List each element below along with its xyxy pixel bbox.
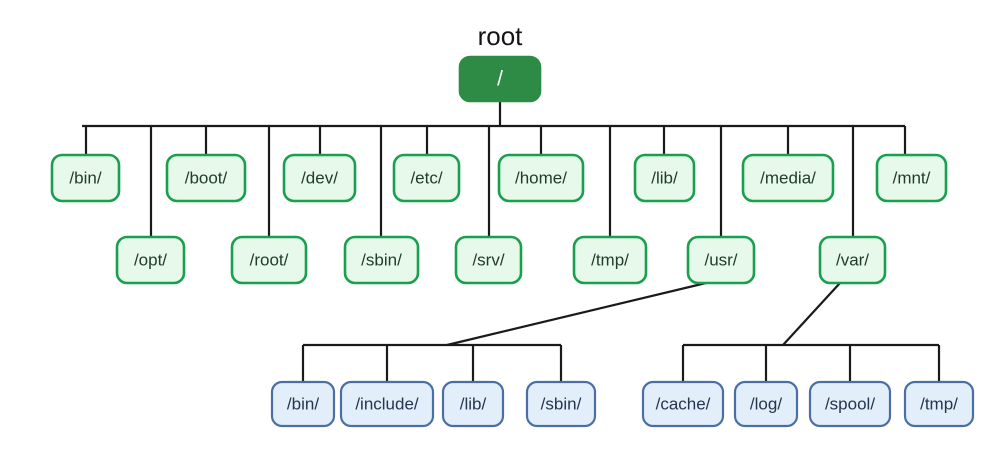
page-title: root <box>478 21 524 51</box>
node-box[interactable] <box>230 235 308 285</box>
node-level1-root[interactable]: /root/ <box>230 235 308 285</box>
node-label: /root/ <box>250 250 289 269</box>
node-label: /tmp/ <box>920 394 958 413</box>
node-var-spool[interactable]: /spool/ <box>808 380 892 428</box>
node-box[interactable] <box>818 235 887 285</box>
node-label: /home/ <box>515 168 567 187</box>
node-label: /sbin/ <box>541 394 582 413</box>
node-level1-var[interactable]: /var/ <box>818 235 887 285</box>
node-label: /boot/ <box>185 168 228 187</box>
node-label: /log/ <box>750 394 782 413</box>
node-label: /mnt/ <box>893 168 931 187</box>
node-box[interactable] <box>282 153 357 203</box>
node-box[interactable] <box>686 235 756 285</box>
node-label: /dev/ <box>301 168 338 187</box>
node-level1-srv[interactable]: /srv/ <box>454 235 523 285</box>
node-usr-lib[interactable]: /lib/ <box>441 380 505 428</box>
node-label: /bin/ <box>287 394 319 413</box>
node-usr-sbin[interactable]: /sbin/ <box>525 380 597 428</box>
node-var-cache[interactable]: /cache/ <box>641 380 725 428</box>
node-level1-dev[interactable]: /dev/ <box>282 153 357 203</box>
node-label: /media/ <box>760 168 816 187</box>
node-level1-etc[interactable]: /etc/ <box>392 153 461 203</box>
node-label: /var/ <box>836 250 869 269</box>
node-level1-mnt[interactable]: /mnt/ <box>875 153 948 203</box>
node-label: /srv/ <box>472 250 504 269</box>
node-box[interactable] <box>115 235 186 285</box>
node-box[interactable] <box>808 380 892 428</box>
node-level1-sbin[interactable]: /sbin/ <box>343 235 420 285</box>
node-box[interactable] <box>525 380 597 428</box>
node-label: /opt/ <box>134 250 167 269</box>
node-box[interactable] <box>458 55 542 103</box>
node-box[interactable] <box>343 235 420 285</box>
node-level1-boot[interactable]: /boot/ <box>165 153 247 203</box>
node-level1-tmp[interactable]: /tmp/ <box>572 235 648 285</box>
node-var-log[interactable]: /log/ <box>733 380 799 428</box>
node-box[interactable] <box>454 235 523 285</box>
node-label: /bin/ <box>69 168 101 187</box>
node-usr-include[interactable]: /include/ <box>339 380 435 428</box>
node-label: / <box>497 68 503 91</box>
node-box[interactable] <box>572 235 648 285</box>
node-box[interactable] <box>270 380 336 428</box>
node-label: /sbin/ <box>361 250 402 269</box>
node-label: /etc/ <box>410 168 442 187</box>
nodes-layer: / /bin/ /boot/ /dev/ /etc/ /home/ /lib/ /media/… <box>50 55 975 428</box>
node-box[interactable] <box>50 153 121 203</box>
node-box[interactable] <box>741 153 835 203</box>
node-level1-home[interactable]: /home/ <box>497 153 585 203</box>
node-label: /spool/ <box>825 394 875 413</box>
node-level1-lib[interactable]: /lib/ <box>633 153 696 203</box>
usr-diagonal <box>446 281 707 347</box>
node-box[interactable] <box>392 153 461 203</box>
node-var-tmp[interactable]: /tmp/ <box>903 380 975 428</box>
node-box[interactable] <box>633 153 696 203</box>
var-diagonal <box>782 282 841 346</box>
node-label: /include/ <box>355 394 419 413</box>
node-box[interactable] <box>903 380 975 428</box>
edges-layer <box>82 101 941 382</box>
node-label: /usr/ <box>704 250 737 269</box>
node-level1-opt[interactable]: /opt/ <box>115 235 186 285</box>
node-box[interactable] <box>641 380 725 428</box>
node-box[interactable] <box>497 153 585 203</box>
node-box[interactable] <box>441 380 505 428</box>
node-box[interactable] <box>733 380 799 428</box>
node-label: /cache/ <box>656 394 711 413</box>
node-label: /lib/ <box>460 394 487 413</box>
node-label: /tmp/ <box>591 250 629 269</box>
node-root-root[interactable]: / <box>458 55 542 103</box>
node-level1-bin[interactable]: /bin/ <box>50 153 121 203</box>
node-level1-usr[interactable]: /usr/ <box>686 235 756 285</box>
node-box[interactable] <box>165 153 247 203</box>
node-label: /lib/ <box>651 168 678 187</box>
node-level1-media[interactable]: /media/ <box>741 153 835 203</box>
node-usr-bin[interactable]: /bin/ <box>270 380 336 428</box>
node-box[interactable] <box>339 380 435 428</box>
node-box[interactable] <box>875 153 948 203</box>
